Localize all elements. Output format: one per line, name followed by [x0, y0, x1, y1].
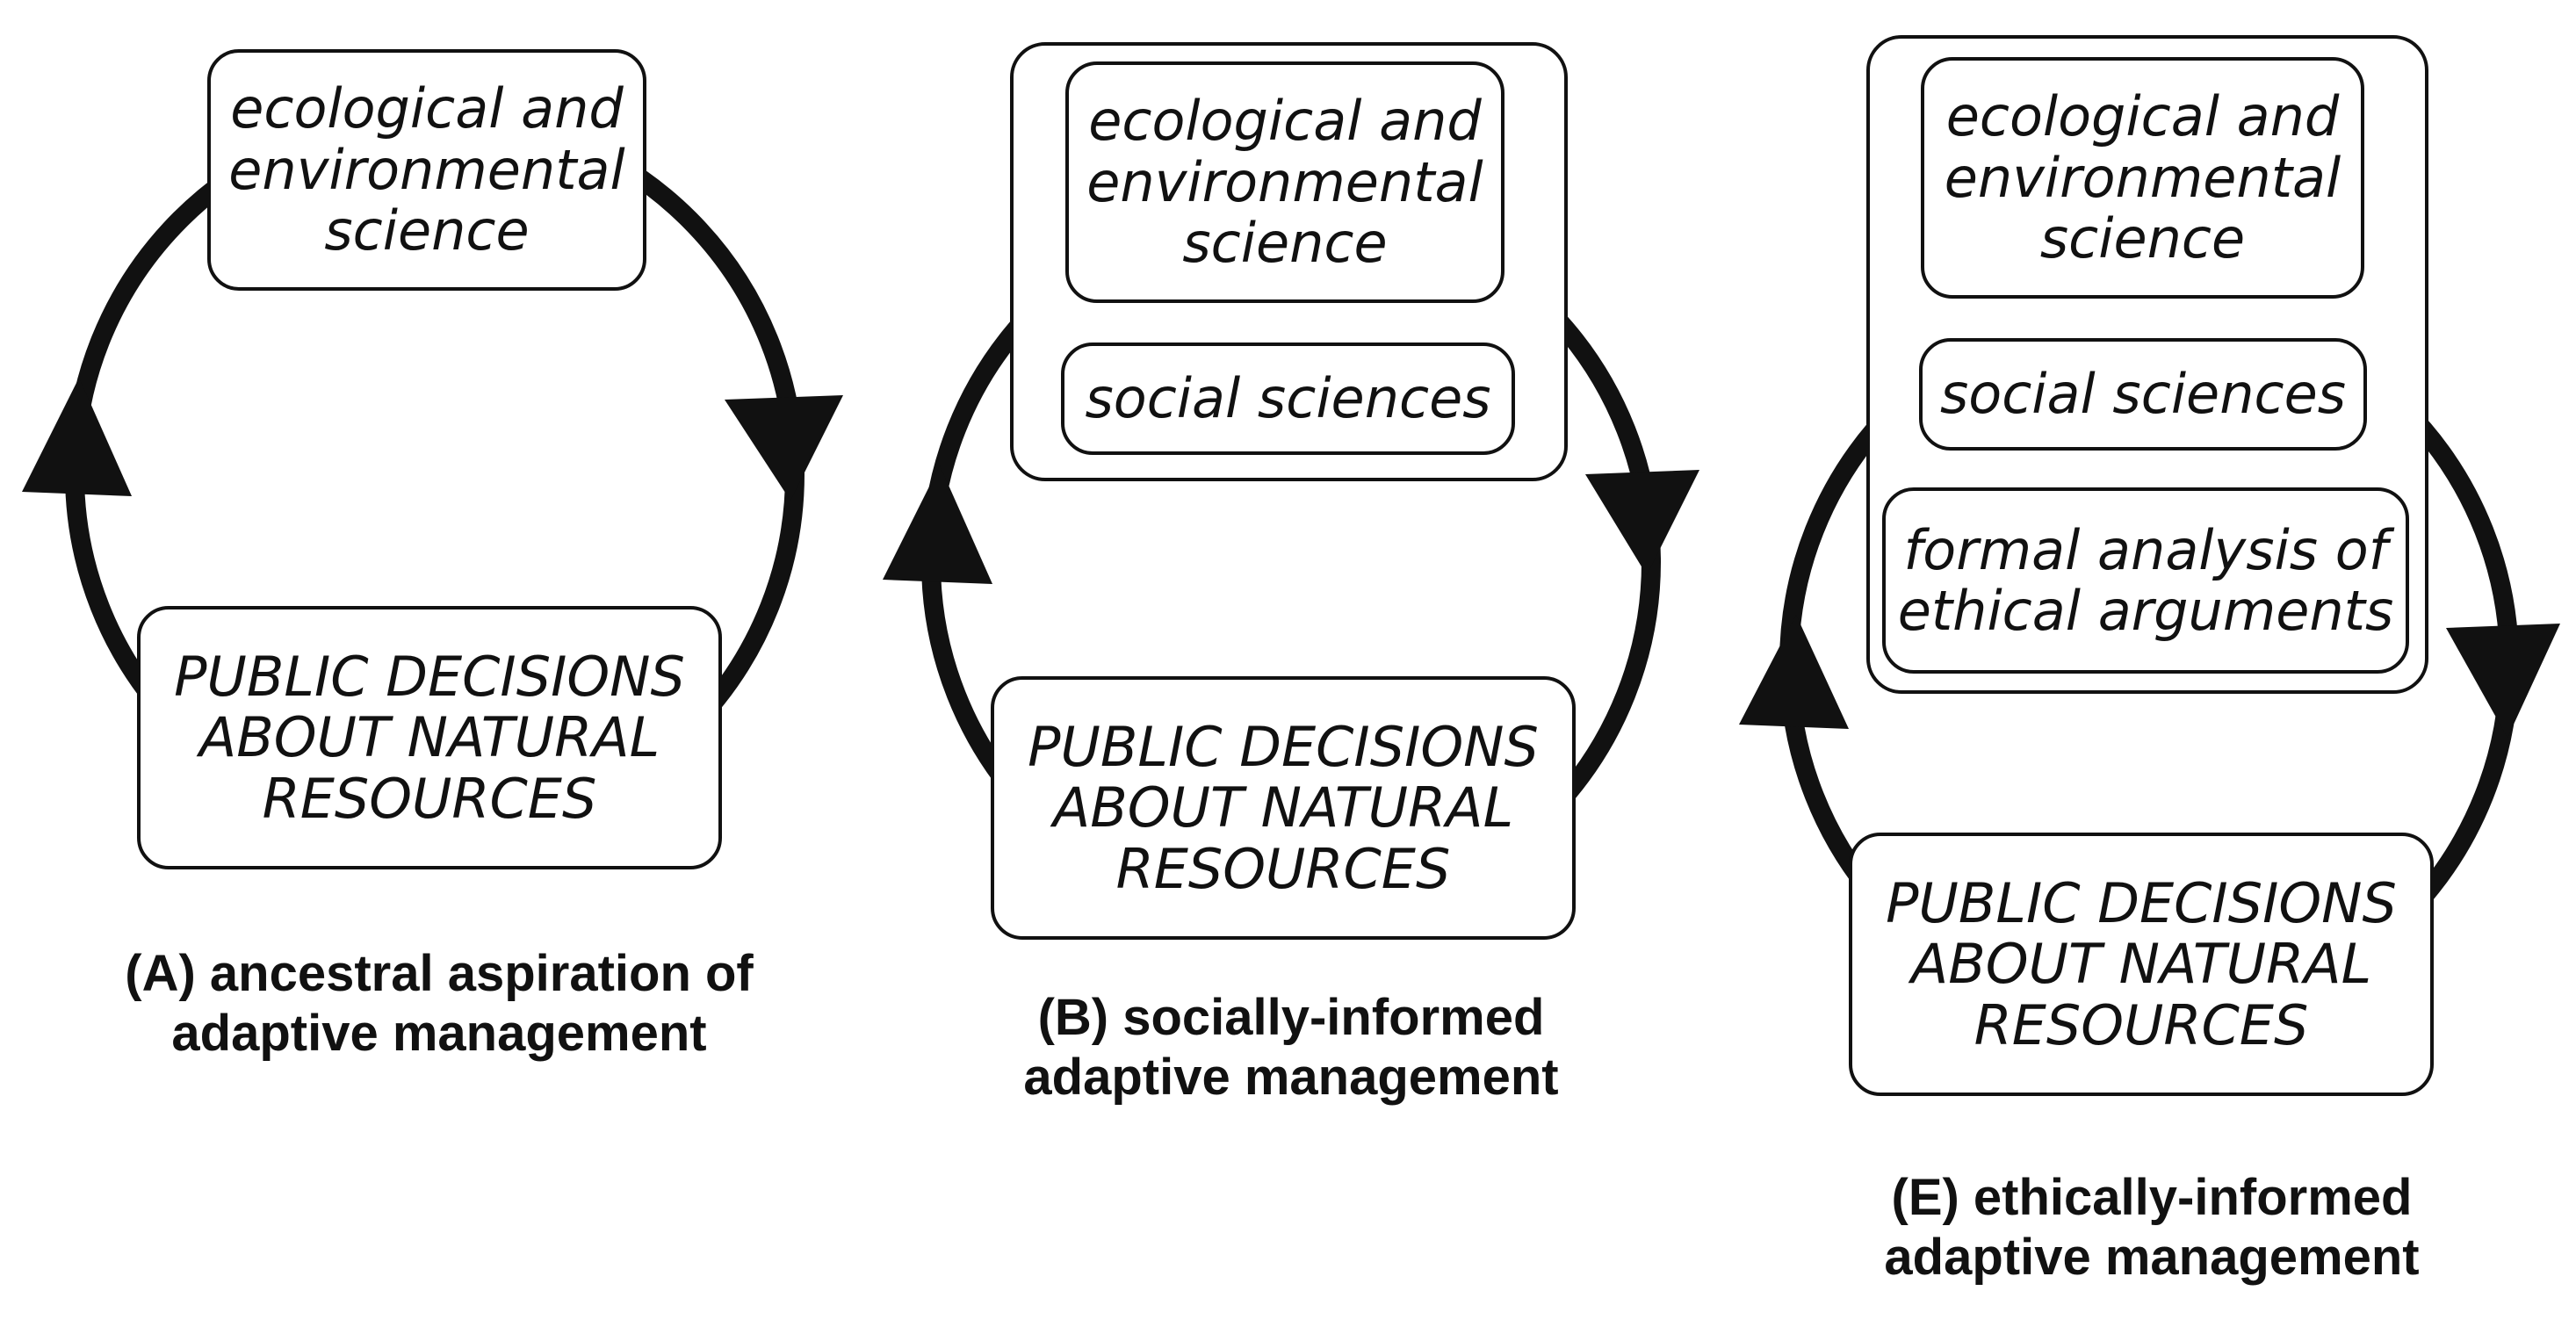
- panel-b-ecological-science-box: ecological and environmental science: [1065, 61, 1504, 303]
- panel-e-decisions-line-3: RESOURCES: [1973, 992, 2309, 1057]
- panel-a-ecological-line-2: environmental: [228, 137, 625, 202]
- panel-a-ecological-line-3: science: [324, 198, 530, 263]
- panel-e-ethical-analysis-box: formal analysis of ethical arguments: [1882, 487, 2409, 674]
- panel-b-caption: (B) socially-informed adaptive managemen…: [887, 988, 1695, 1108]
- arrowhead-b-right: [1585, 470, 1699, 575]
- panel-b-caption-line-1: (B) socially-informed: [1037, 989, 1545, 1046]
- arrowhead-e-right: [2446, 624, 2560, 738]
- panel-b-caption-line-2: adaptive management: [1023, 1049, 1559, 1107]
- panel-a-caption-line-2: adaptive management: [171, 1005, 707, 1063]
- panel-a-ecological-line-1: ecological and: [230, 76, 624, 141]
- panel-e-ethical-line-2: ethical arguments: [1897, 579, 2394, 643]
- panel-e-ecological-science-box: ecological and environmental science: [1921, 57, 2364, 299]
- arrowhead-a-right: [725, 395, 843, 501]
- panel-b-public-decisions-box: PUBLIC DECISIONS ABOUT NATURAL RESOURCES: [991, 676, 1576, 940]
- panel-e-social-line-1: social sciences: [1939, 362, 2347, 427]
- panel-b-ecological-line-1: ecological and: [1088, 89, 1482, 154]
- panel-a-ecological-science-box: ecological and environmental science: [207, 49, 646, 291]
- panel-b-ecological-line-2: environmental: [1086, 149, 1483, 214]
- panel-e-caption: (E) ethically-informed adaptive manageme…: [1748, 1168, 2556, 1288]
- panel-b-decisions-line-2: ABOUT NATURAL: [1052, 775, 1514, 840]
- panel-e-public-decisions-box: PUBLIC DECISIONS ABOUT NATURAL RESOURCES: [1849, 833, 2434, 1096]
- panel-e-ecological-line-1: ecological and: [1945, 84, 2340, 149]
- panel-e-ecological-line-3: science: [2039, 206, 2246, 271]
- panel-e-decisions-line-2: ABOUT NATURAL: [1910, 932, 2372, 997]
- panel-a-caption: (A) ancestral aspiration of adaptive man…: [35, 944, 843, 1064]
- panel-e-caption-line-2: adaptive management: [1884, 1229, 2420, 1287]
- panel-e-decisions-line-1: PUBLIC DECISIONS: [1886, 870, 2397, 935]
- panel-b-social-sciences-box: social sciences: [1061, 343, 1515, 455]
- arrowhead-b-left: [883, 465, 992, 584]
- panel-b-ecological-line-3: science: [1182, 211, 1388, 276]
- panel-a-decisions-line-3: RESOURCES: [262, 766, 597, 831]
- panel-a-decisions-line-1: PUBLIC DECISIONS: [174, 644, 685, 709]
- panel-e-social-sciences-box: social sciences: [1919, 338, 2367, 451]
- arrowhead-a-left: [22, 378, 132, 496]
- panel-a-public-decisions-box: PUBLIC DECISIONS ABOUT NATURAL RESOURCES: [137, 606, 722, 869]
- arrowhead-e-left: [1739, 615, 1849, 729]
- panel-e-caption-line-1: (E) ethically-informed: [1891, 1169, 2413, 1226]
- panel-b-decisions-line-1: PUBLIC DECISIONS: [1028, 714, 1539, 779]
- panel-a-caption-line-1: (A) ancestral aspiration of: [125, 945, 754, 1002]
- panel-a-decisions-line-2: ABOUT NATURAL: [198, 705, 660, 770]
- panel-b-social-line-1: social sciences: [1085, 366, 1491, 431]
- panel-e-ecological-line-2: environmental: [1944, 145, 2341, 210]
- panel-e-ethical-line-1: formal analysis of: [1903, 517, 2388, 582]
- panel-b-decisions-line-3: RESOURCES: [1115, 836, 1451, 901]
